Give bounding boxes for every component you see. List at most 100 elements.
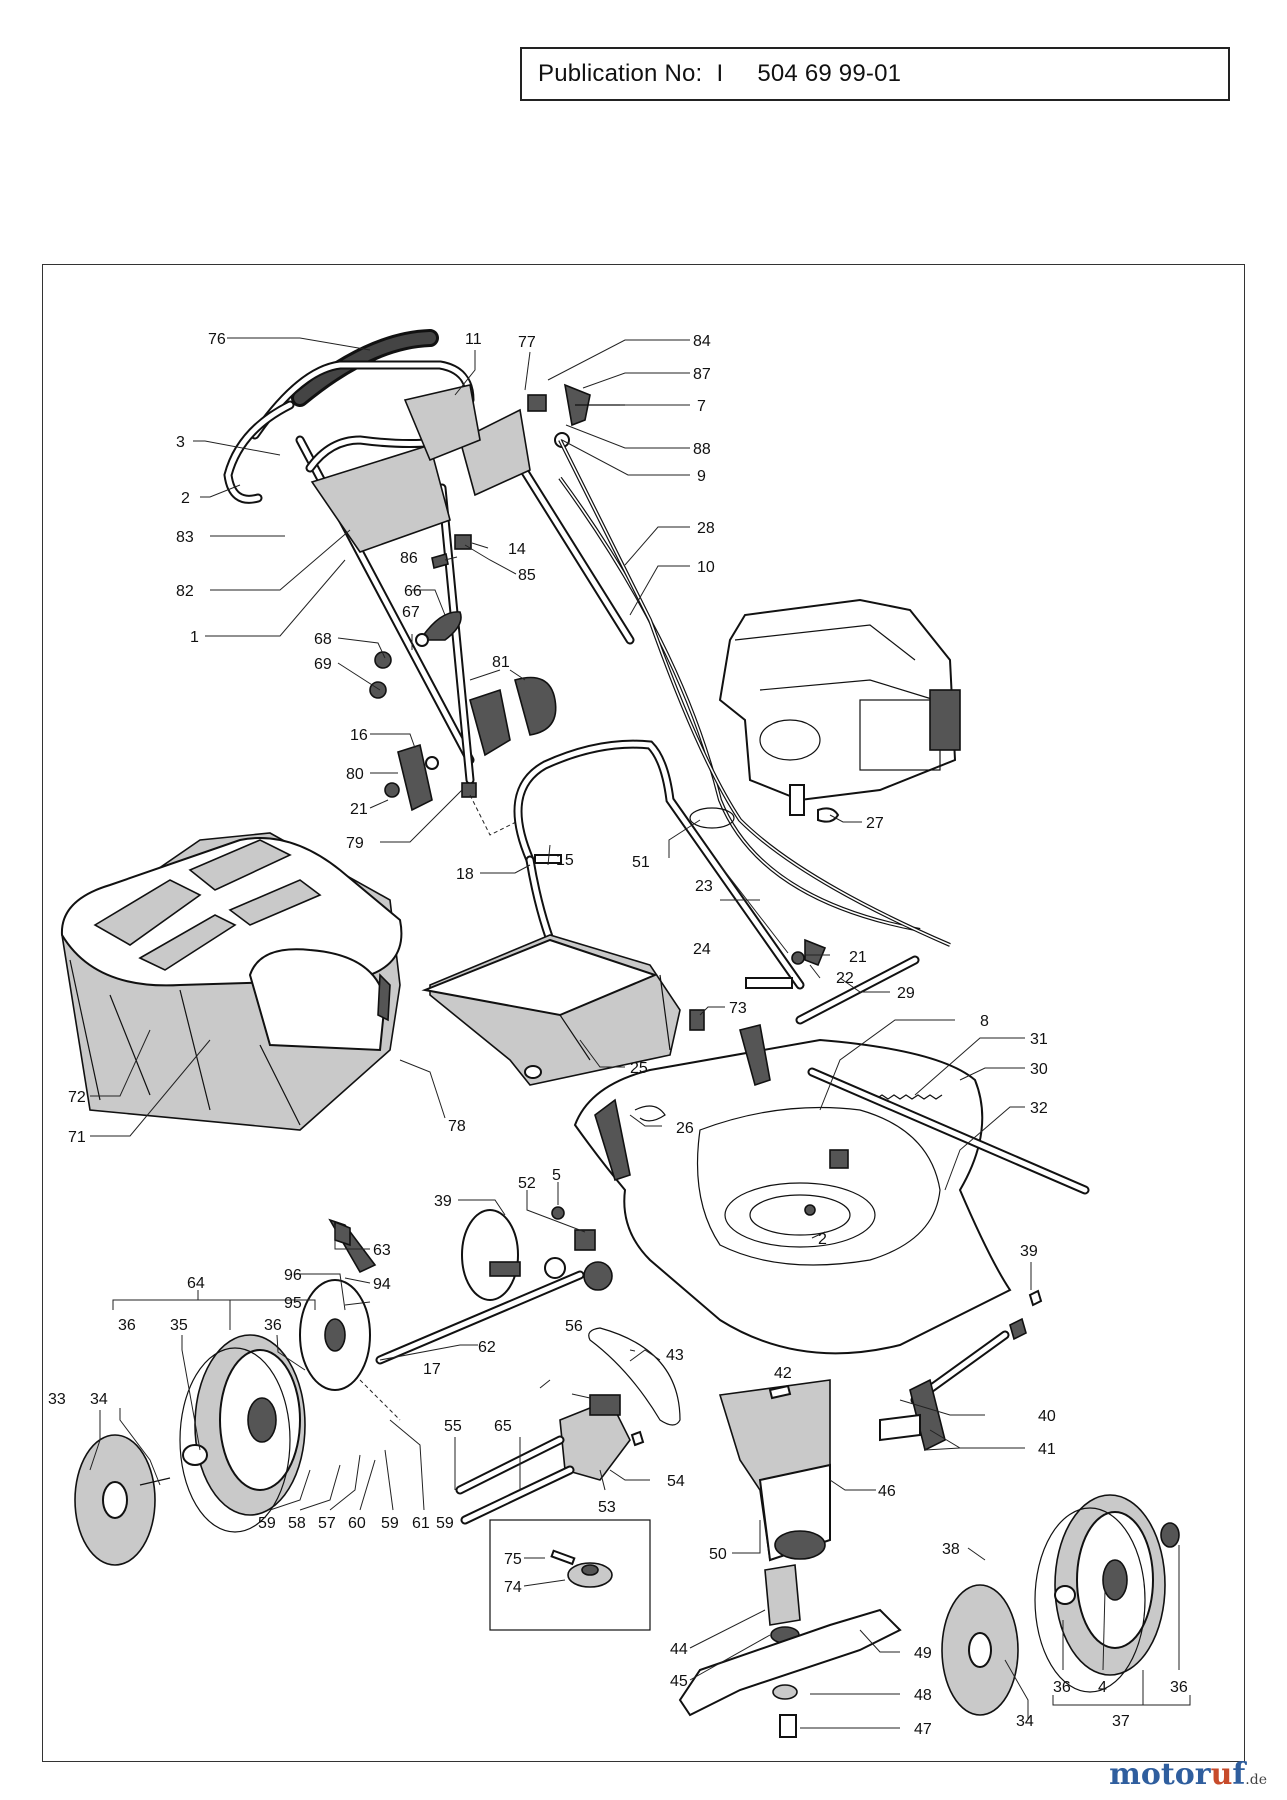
- callout-79: 79: [346, 835, 364, 852]
- callout-38: 38: [942, 1541, 960, 1558]
- callout-18: 18: [456, 866, 474, 883]
- callout-24: 24: [693, 941, 711, 958]
- callout-21: 21: [350, 801, 368, 818]
- callout-50: 50: [709, 1546, 727, 1563]
- belt-cover-illustration: [718, 1379, 831, 1562]
- callout-7: 7: [697, 398, 706, 415]
- callout-10: 10: [697, 559, 715, 576]
- callout-17: 17: [423, 1361, 441, 1378]
- callout-8: 8: [980, 1013, 989, 1030]
- callout-48: 48: [914, 1687, 932, 1704]
- callout-84: 84: [693, 333, 711, 350]
- callout-28: 28: [697, 520, 715, 537]
- publication-number-box: Publication No: I 504 69 99-01: [520, 47, 1230, 101]
- callout-labels: 76 11 77 84 87 7 88 9 3 2 83 28 14 86 85…: [48, 331, 1188, 1738]
- callout-21b: 21: [849, 949, 867, 966]
- callout-36b: 36: [264, 1317, 282, 1334]
- callout-22: 22: [836, 970, 854, 987]
- callout-58: 58: [288, 1515, 306, 1532]
- callout-16: 16: [350, 727, 368, 744]
- callout-82: 82: [176, 583, 194, 600]
- callout-60: 60: [348, 1515, 366, 1532]
- grass-catcher-illustration: [60, 832, 403, 1131]
- callout-2: 2: [181, 490, 190, 507]
- publication-label: Publication No:: [538, 60, 703, 87]
- callout-37: 37: [1112, 1713, 1130, 1730]
- callout-74: 74: [504, 1579, 522, 1596]
- engine-illustration: [718, 598, 961, 823]
- callout-95: 95: [284, 1295, 302, 1312]
- callout-56: 56: [565, 1318, 583, 1335]
- upper-handle-illustration: [223, 329, 951, 947]
- callout-25: 25: [630, 1060, 648, 1077]
- blade-illustration: [678, 1564, 902, 1738]
- callout-76: 76: [208, 331, 226, 348]
- callout-43: 43: [666, 1347, 684, 1364]
- rear-axle-illustration: [768, 1289, 1043, 1452]
- callout-34: 34: [90, 1391, 108, 1408]
- callout-71: 71: [68, 1129, 86, 1146]
- leader-lines: [89, 337, 1191, 1729]
- callout-88: 88: [693, 441, 711, 458]
- callout-5: 5: [552, 1167, 561, 1184]
- callout-53: 53: [598, 1499, 616, 1516]
- callout-52: 52: [518, 1175, 536, 1192]
- callout-32: 32: [1030, 1100, 1048, 1117]
- callout-75: 75: [504, 1551, 522, 1568]
- callout-45: 45: [670, 1673, 688, 1690]
- callout-42: 42: [774, 1365, 792, 1382]
- callout-46: 46: [878, 1483, 896, 1500]
- callout-69: 69: [314, 656, 332, 673]
- callout-61: 61: [412, 1515, 430, 1532]
- callout-78: 78: [448, 1118, 466, 1135]
- callout-27: 27: [866, 815, 884, 832]
- publication-separator: I: [716, 60, 724, 87]
- callout-36c: 36: [1053, 1679, 1071, 1696]
- callout-63: 63: [373, 1242, 391, 1259]
- rear-flap-illustration: [421, 934, 681, 1086]
- callout-40: 40: [1038, 1408, 1056, 1425]
- callout-39: 39: [434, 1193, 452, 1210]
- callout-36: 36: [118, 1317, 136, 1334]
- callout-33: 33: [48, 1391, 66, 1408]
- callout-59b: 59: [381, 1515, 399, 1532]
- callout-31: 31: [1030, 1031, 1048, 1048]
- callout-67: 67: [402, 604, 420, 621]
- callout-39b: 39: [1020, 1243, 1038, 1260]
- callout-9: 9: [697, 468, 706, 485]
- diagram-frame: [42, 264, 1245, 1762]
- callout-14: 14: [508, 541, 526, 558]
- callout-55: 55: [444, 1418, 462, 1435]
- gearbox-illustration: [455, 1327, 681, 1631]
- rear-wheel-illustration: [941, 1494, 1180, 1716]
- callout-62: 62: [478, 1339, 496, 1356]
- callout-49: 49: [914, 1645, 932, 1662]
- callout-2b: 2: [818, 1231, 827, 1248]
- callout-86: 86: [400, 550, 418, 567]
- callout-51: 51: [632, 854, 650, 871]
- callout-36d: 36: [1170, 1679, 1188, 1696]
- callout-80: 80: [346, 766, 364, 783]
- callout-26: 26: [676, 1120, 694, 1137]
- callout-34b: 34: [1016, 1713, 1034, 1730]
- callout-64: 64: [187, 1275, 205, 1292]
- callout-85: 85: [518, 567, 536, 584]
- callout-15: 15: [556, 852, 574, 869]
- callout-77: 77: [518, 334, 536, 351]
- callout-1: 1: [190, 629, 199, 646]
- callout-87: 87: [693, 366, 711, 383]
- callout-29: 29: [897, 985, 915, 1002]
- callout-96: 96: [284, 1267, 302, 1284]
- callout-35: 35: [170, 1317, 188, 1334]
- publication-number: 504 69 99-01: [757, 60, 902, 87]
- callout-81: 81: [492, 654, 510, 671]
- front-axle-illustration: [299, 1209, 613, 1421]
- callout-59: 59: [258, 1515, 276, 1532]
- callout-59c: 59: [436, 1515, 454, 1532]
- callout-4: 4: [1098, 1679, 1107, 1696]
- callout-66: 66: [404, 583, 422, 600]
- callout-83: 83: [176, 529, 194, 546]
- motoruf-watermark: motoruf.de: [1109, 1757, 1267, 1792]
- callout-41: 41: [1038, 1441, 1056, 1458]
